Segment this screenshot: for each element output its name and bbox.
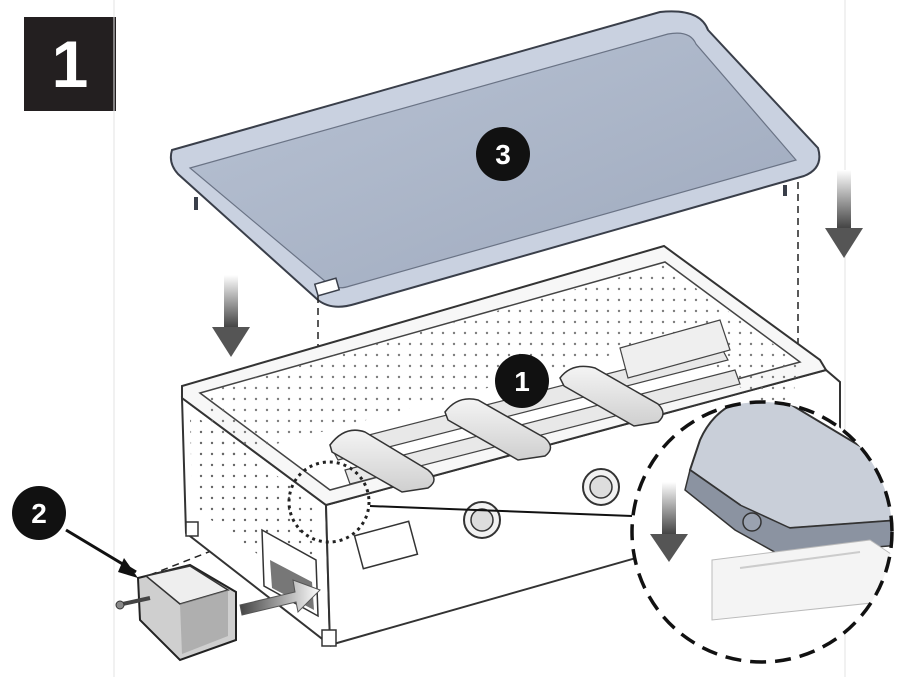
highlight-circle — [287, 460, 371, 544]
control-knob-1 — [463, 501, 501, 539]
step-number: 1 — [51, 27, 89, 101]
grease-tray — [115, 563, 237, 662]
magnifier-circle-icon — [630, 400, 894, 664]
burner-3 — [559, 365, 664, 427]
control-knob-2 — [582, 468, 620, 506]
callout-2: 2 — [12, 486, 66, 540]
insert-arrow-icon — [239, 579, 321, 616]
pointer-arrow-icon — [65, 528, 138, 578]
down-arrow-icon — [212, 275, 250, 357]
burner-2 — [444, 398, 552, 461]
callout-3-label: 3 — [495, 139, 511, 170]
down-arrow-icon — [825, 170, 863, 258]
callout-2-label: 2 — [31, 498, 47, 529]
callout-1: 1 — [495, 354, 549, 408]
callout-1-label: 1 — [514, 366, 530, 397]
pointer-line — [369, 505, 633, 517]
step-number-badge: 1 — [24, 17, 116, 111]
callout-3: 3 — [476, 127, 530, 181]
burner-1 — [329, 429, 435, 493]
